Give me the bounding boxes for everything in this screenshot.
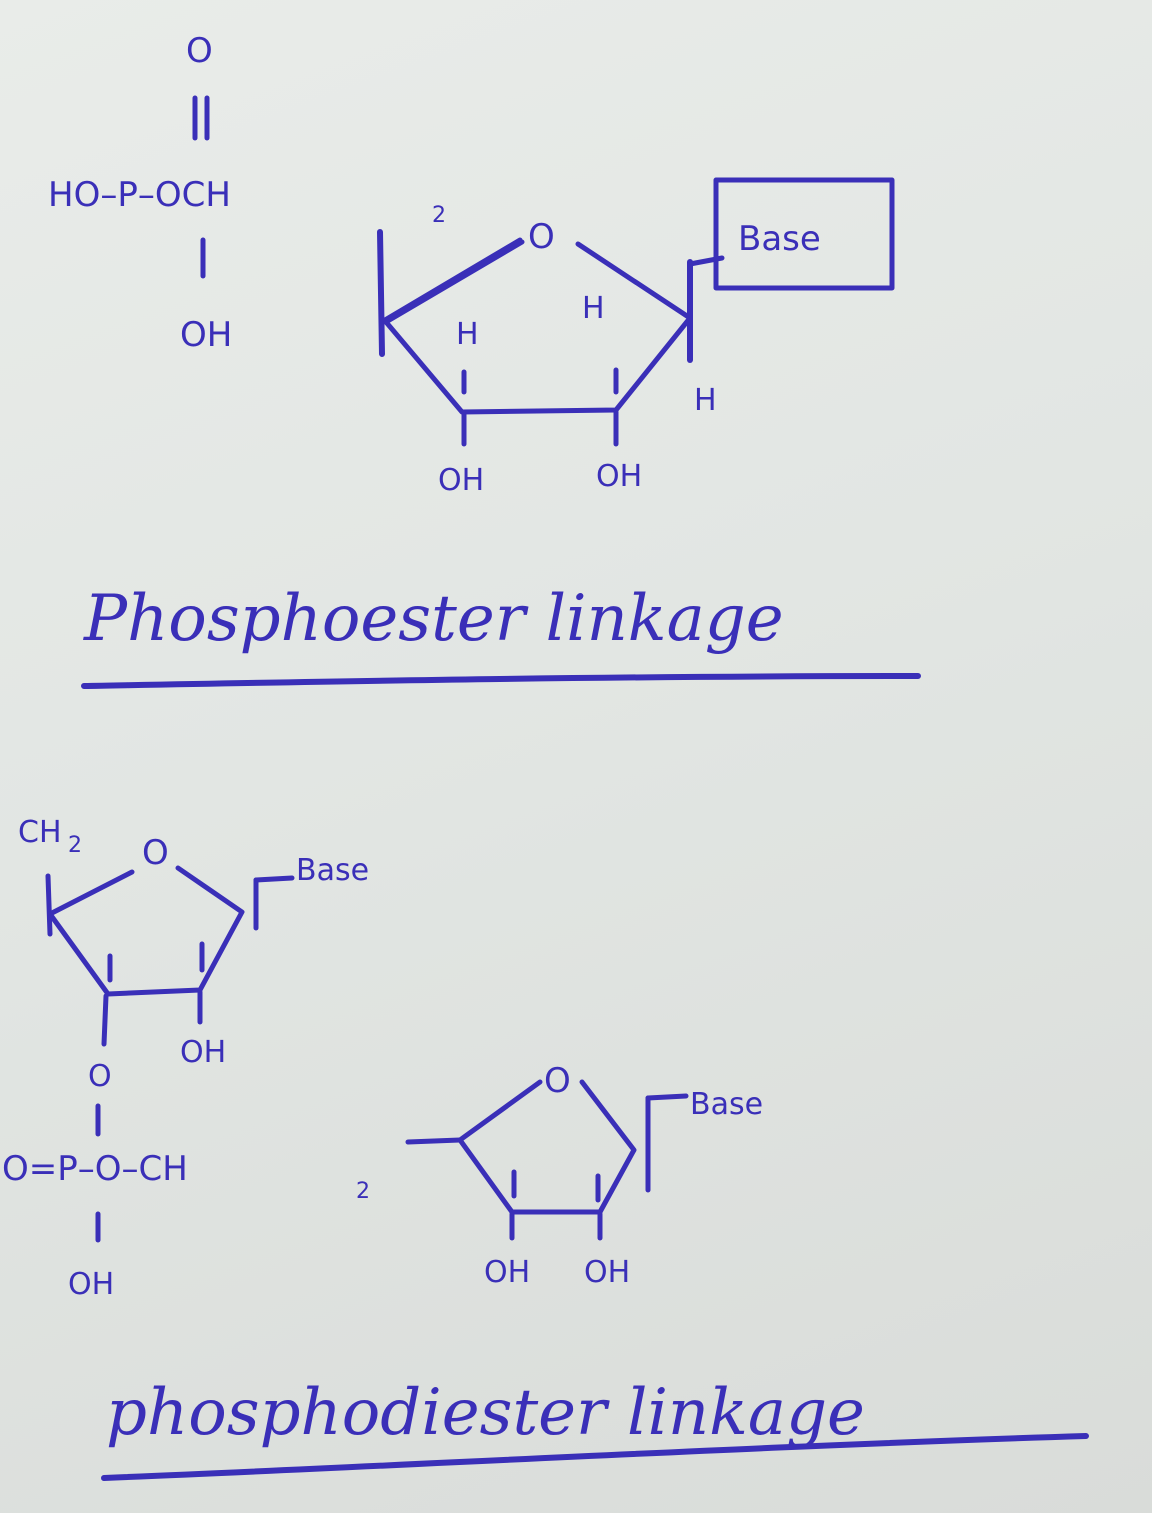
ring-oxygen-label: O <box>528 217 555 257</box>
phosphate-double-bond-o: O <box>186 31 213 71</box>
upper-c1-base-bond <box>253 875 295 883</box>
oh-c2-label: OH <box>596 459 642 494</box>
upper-oh-label: OH <box>180 1035 226 1070</box>
lower-ring-oxygen: O <box>544 1061 571 1101</box>
lower-oh-c3-label: OH <box>484 1255 530 1290</box>
ch2-c4-bond <box>377 229 385 357</box>
upper-ch2-c4-bond <box>45 873 53 937</box>
lower-ribose-ring <box>457 1079 637 1215</box>
upper-ring-oxygen: O <box>142 833 169 873</box>
phosphate-oh-label: OH <box>180 315 232 355</box>
phosphoester-underline <box>81 673 921 689</box>
linker-oxygen: O <box>88 1059 112 1094</box>
h-c1-label: H <box>694 383 717 418</box>
phosphate-chain-label: HO–P–OCH <box>48 175 231 215</box>
lower-base-label: Base <box>690 1087 763 1122</box>
upper-ch2-label: CH <box>18 815 62 850</box>
phosphoester-structure: O HO–P–OCH 2 OH O Base H H H OH OH <box>48 31 895 498</box>
ribose-ring-path <box>383 239 693 415</box>
upper-base-label: Base <box>296 853 369 888</box>
oh-c3-label: OH <box>438 463 484 498</box>
ch2-subscript: 2 <box>432 203 446 228</box>
upper-c3-o-bond <box>101 993 109 1047</box>
ch2-c4-bond-lower <box>405 1137 463 1145</box>
upper-ribose-ring <box>47 865 245 997</box>
phosphodiester-structure: CH 2 O Base OH O O=P–O–CH 2 OH O Base OH… <box>2 815 763 1302</box>
h-c3-label: H <box>456 317 479 352</box>
lower-oh-c2-label: OH <box>584 1255 630 1290</box>
base-box <box>713 177 895 291</box>
phosphate-row-subscript: 2 <box>356 1179 370 1204</box>
lower-c1-base-bond <box>645 1093 689 1101</box>
phosphoester-caption: Phosphoester linkage <box>83 582 784 656</box>
phosphodiester-caption: phosphodiester linkage <box>106 1376 865 1450</box>
phosphodiester-underline <box>101 1433 1089 1481</box>
upper-ch2-subscript: 2 <box>68 833 82 858</box>
lower-phosphate-oh: OH <box>68 1267 114 1302</box>
base-label: Base <box>738 219 821 259</box>
h-c2-label: H <box>582 291 605 326</box>
phosphate-row-label: O=P–O–CH <box>2 1149 188 1189</box>
